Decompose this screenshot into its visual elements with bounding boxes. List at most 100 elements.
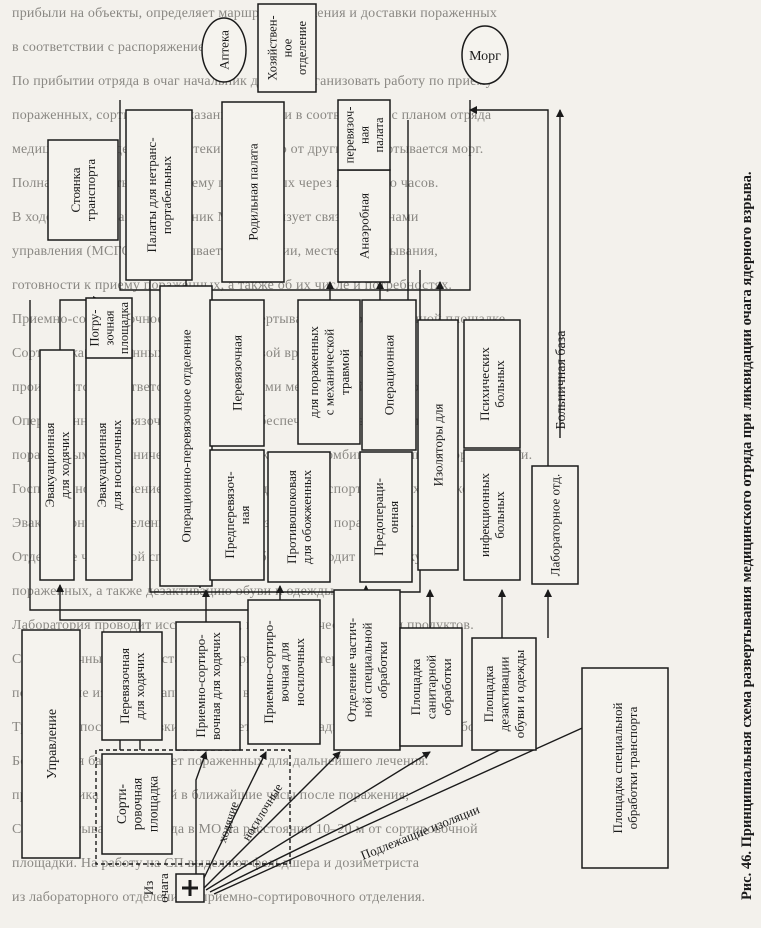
node-label-priemno-khod: Приемно-сортиро-вочная для ходячих xyxy=(193,632,223,740)
node-perevyaz: Перевязочная xyxy=(209,299,265,447)
node-shape xyxy=(209,449,265,581)
node-pogruz: Погру-зочнаяплощадка xyxy=(85,297,133,359)
node-apteka: Аптека xyxy=(201,17,247,83)
node-label-laboratoriya: Лабораторное отд. xyxy=(548,474,563,576)
node-label-predoper: Предопераци-онная xyxy=(371,478,401,556)
node-shape xyxy=(39,349,75,581)
node-shape xyxy=(333,589,401,751)
node-transport-ploshchadka: Площадка специальнойобработки транспорта xyxy=(581,667,669,869)
connector-line xyxy=(209,739,521,893)
node-shape xyxy=(359,451,413,583)
node-shape xyxy=(47,139,119,241)
node-label-morg: Морг xyxy=(469,49,501,64)
node-shape xyxy=(337,169,391,283)
background-text-line: из лабораторного отделения и приемно-сор… xyxy=(12,890,426,905)
node-shape xyxy=(257,3,317,93)
node-label-predperevyaz: Предперевязоч-ная xyxy=(222,471,252,558)
node-label-upravlenie: Управление xyxy=(45,709,60,779)
node-dezaktivatsiya: Площадкадезактивацииобуви и одежды xyxy=(471,637,537,751)
node-shape xyxy=(461,25,509,85)
node-shape xyxy=(21,629,81,859)
node-sanit-ploshchadka: Площадкасанитарнойобработки xyxy=(399,627,463,747)
node-label-khozyaystv: Хозяйствен-ноеотделение xyxy=(266,15,310,80)
node-netrans: Палаты для нетранс-портабельных xyxy=(125,109,193,281)
node-shape xyxy=(417,319,459,571)
node-shape xyxy=(531,465,579,585)
node-label-transport-ploshchadka: Площадка специальнойобработки транспорта xyxy=(610,702,640,833)
node-shape xyxy=(463,319,521,449)
node-priemno-nosil: Приемно-сортиро-вочная дляносилочных xyxy=(247,599,321,745)
node-shape xyxy=(101,631,163,741)
background-text-line: По прибытии отряда в очаг начальник долж… xyxy=(12,74,493,89)
node-label-rodilnaya: Родильная палата xyxy=(246,143,261,241)
node-shape xyxy=(247,599,321,745)
node-shape xyxy=(267,451,331,583)
node-evak-nosil: Эвакуационнаядля носилочных xyxy=(85,349,133,581)
node-infekts: инфекционныхбольных xyxy=(463,449,521,581)
node-shape xyxy=(101,753,173,855)
node-label-dezaktivatsiya: Площадкадезактивацииобуви и одежды xyxy=(481,649,527,738)
label-khodyachie: ходячие xyxy=(215,799,242,844)
node-morg: Морг xyxy=(461,25,509,85)
node-shape xyxy=(85,297,133,359)
node-label-netrans: Палаты для нетранс-портабельных xyxy=(144,137,174,252)
node-shape xyxy=(471,637,537,751)
node-anaerob: Анаэробная xyxy=(337,169,391,283)
node-label-sanit-ploshchadka: Площадкасанитарнойобработки xyxy=(408,655,454,719)
node-evak-khod: Эвакуационнаядля ходячих xyxy=(39,349,75,581)
node-label-protivoshok: Противошоковаядля обожженных xyxy=(284,469,314,564)
node-shape xyxy=(463,449,521,581)
node-shape xyxy=(209,299,265,447)
node-chastichnaya: Отделение частич-ной специальнойобработк… xyxy=(333,589,401,751)
node-label-mekh-travma: для пораженныхс механическойтравмой xyxy=(306,326,352,418)
connector-line xyxy=(195,751,208,880)
node-label-chastichnaya: Отделение частич-ной специальнойобработк… xyxy=(344,618,390,722)
node-shape xyxy=(85,349,133,581)
connector-line xyxy=(199,751,267,887)
node-protivoshok: Противошоковаядля обожженных xyxy=(267,451,331,583)
node-label-oper-perevyaz: Операционно-перевязочное отделение xyxy=(179,329,194,542)
node-label-perevyaz-palata: перевязоч-наяпалата xyxy=(343,107,387,164)
node-shape xyxy=(125,109,193,281)
background-text-line: прибыли на объекты, определяет маршруты … xyxy=(12,6,498,21)
node-izolyator: Изоляторы для xyxy=(417,319,459,571)
node-shape xyxy=(175,621,241,751)
connector-line xyxy=(119,100,471,291)
connector-line xyxy=(203,751,341,889)
node-shape xyxy=(581,667,669,869)
node-label-apteka: Аптека xyxy=(217,30,232,70)
node-shape xyxy=(201,17,247,83)
node-rodilnaya: Родильная палата xyxy=(221,101,285,283)
node-perevyaz-khod: Перевязочнаядля ходячих xyxy=(101,631,163,741)
figure-caption: Рис. 46. Принципиальная схема развертыва… xyxy=(739,172,755,900)
node-label-evak-nosil: Эвакуационнаядля носилочных xyxy=(94,419,124,510)
node-laboratoriya: Лабораторное отд. xyxy=(531,465,579,585)
label-bolnichnaya-baza: Больничная база xyxy=(554,330,569,430)
node-label-pogruz: Погру-зочнаяплощадка xyxy=(88,301,132,354)
node-shape xyxy=(221,101,285,283)
node-khozyaystv: Хозяйствен-ноеотделение xyxy=(257,3,317,93)
node-predperevyaz: Предперевязоч-ная xyxy=(209,449,265,581)
node-upravlenie: Управление xyxy=(21,629,81,859)
connector-line xyxy=(205,751,431,891)
node-stoyanka: Стоянкатранспорта xyxy=(47,139,119,241)
node-shape xyxy=(297,299,361,445)
label-iz-ochaga: Изочага xyxy=(141,873,171,903)
figure-caption-text: Рис. 46. Принципиальная схема развертыва… xyxy=(739,172,755,900)
node-label-stoyanka: Стоянкатранспорта xyxy=(68,159,98,221)
node-priemno-khod: Приемно-сортиро-вочная для ходячих xyxy=(175,621,241,751)
connector-line xyxy=(469,106,549,466)
plus-icon xyxy=(175,873,205,903)
background-text-line: в соответствии с распоряжением МО. xyxy=(12,40,244,55)
node-operatsionnaya: Операционная xyxy=(361,299,417,451)
node-psikh: Психическихбольных xyxy=(463,319,521,449)
node-label-priemno-nosil: Приемно-сортиро-вочная дляносилочных xyxy=(261,620,307,723)
node-shape xyxy=(399,627,463,747)
node-label-evak-khod: Эвакуационнаядля ходячих xyxy=(42,423,72,508)
node-label-perevyaz-khod: Перевязочнаядля ходячих xyxy=(117,648,147,724)
node-label-psikh: Психическихбольных xyxy=(477,347,507,421)
node-label-infekts: инфекционныхбольных xyxy=(477,473,507,557)
node-oper-perevyaz: Операционно-перевязочное отделение xyxy=(159,285,213,587)
node-label-operatsionnaya: Операционная xyxy=(382,335,397,415)
